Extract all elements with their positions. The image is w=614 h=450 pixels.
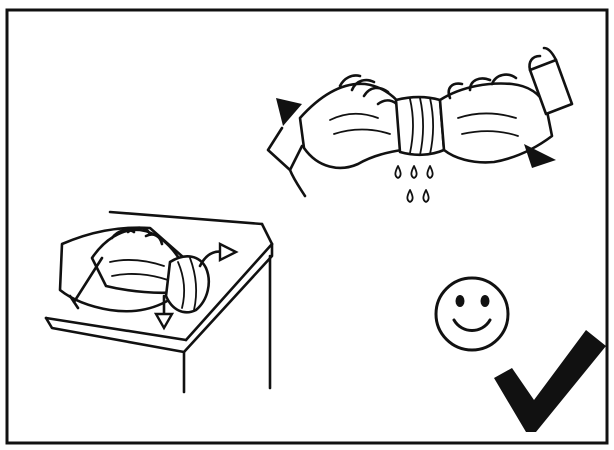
right-eye-icon	[481, 295, 490, 307]
left-eye-icon	[456, 295, 465, 307]
smiley-face-icon	[436, 278, 508, 350]
